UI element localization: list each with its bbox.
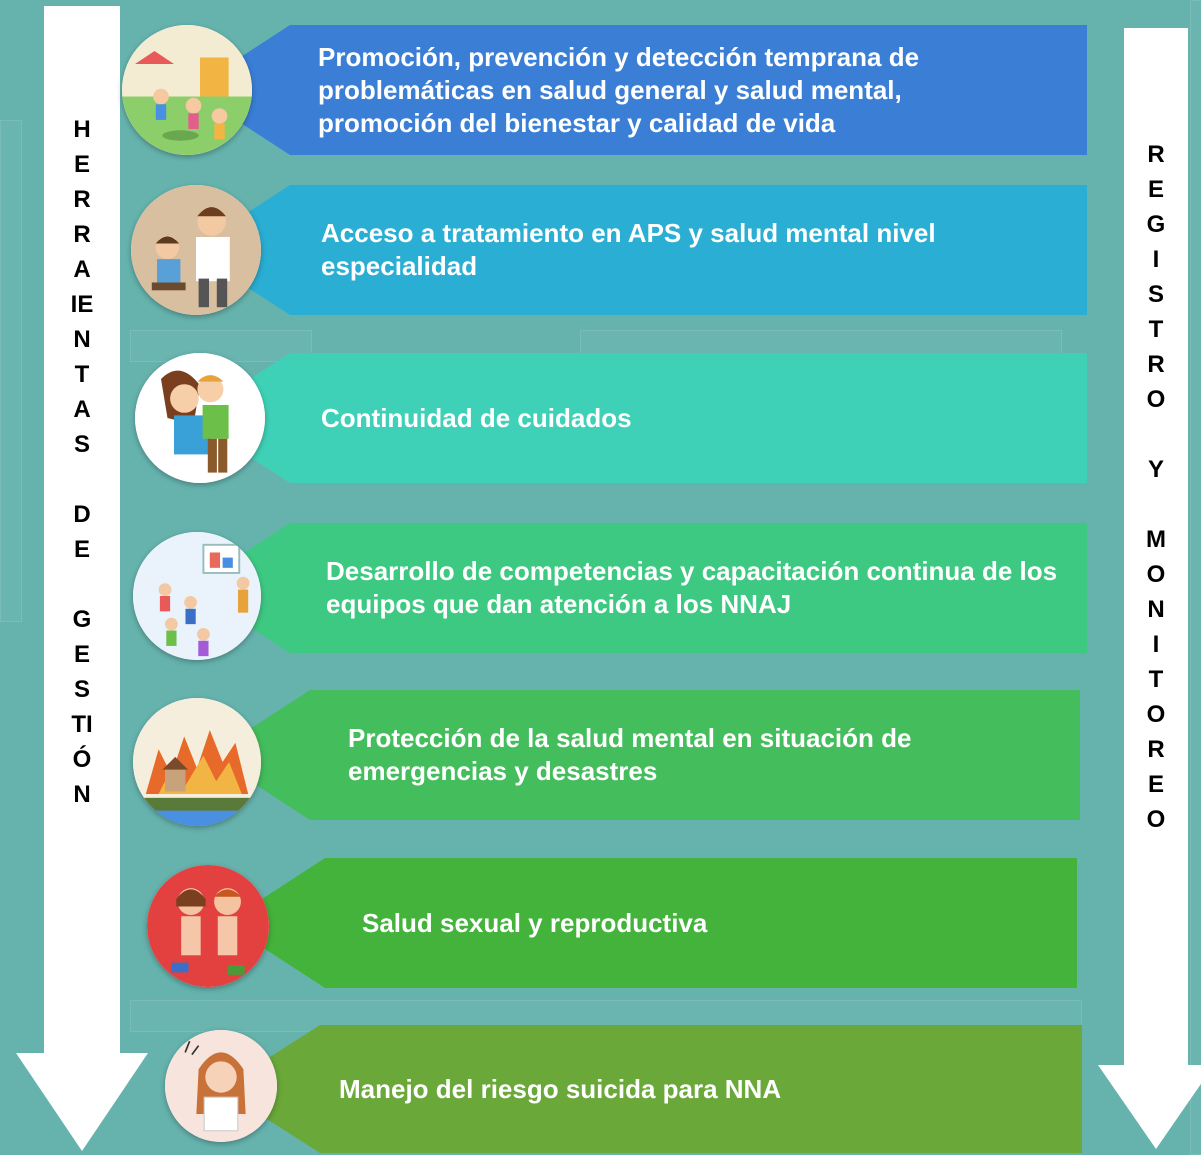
girl-boy-icon	[147, 865, 269, 987]
right-arrow-letter: O	[1146, 386, 1166, 413]
left-arrow-letter: N	[73, 326, 91, 353]
right-arrow-letter: M	[1146, 526, 1166, 553]
right-arrow-letter: O	[1146, 806, 1166, 833]
step-3-banner: Continuidad de cuidados	[190, 353, 1087, 483]
left-arrow-shaft	[44, 6, 120, 1056]
step-6-text: Salud sexual y reproductiva	[362, 907, 708, 938]
background-tile	[0, 120, 22, 622]
right-arrow-letter: R	[1147, 141, 1165, 168]
right-arrow-letter: N	[1147, 596, 1165, 623]
left-arrow-letter: E	[73, 536, 90, 563]
left-arrow-letter: E	[73, 641, 90, 668]
step-4-text: Desarrollo de competencias y capacitació…	[326, 556, 1058, 619]
team-training-icon	[133, 532, 261, 660]
left-arrow-letter: H	[73, 116, 91, 143]
right-arrow-letter: S	[1147, 281, 1164, 308]
step-5-banner: Protección de la salud mental en situaci…	[210, 690, 1080, 820]
left-arrow-letter: N	[73, 781, 91, 808]
right-arrow-letter: O	[1146, 701, 1166, 728]
mother-child-hug-icon	[135, 353, 265, 483]
step-5-text: Protección de la salud mental en situaci…	[348, 723, 912, 786]
sad-girl-icon	[165, 1030, 277, 1142]
doctor-child-icon	[131, 185, 261, 315]
right-arrow-letter: I	[1152, 631, 1160, 658]
right-arrow-letter	[1124, 487, 1188, 522]
left-arrow-letter: E	[73, 151, 90, 178]
step-6-banner: Salud sexual y reproductiva	[225, 858, 1077, 988]
left-arrow-letter: T	[74, 361, 90, 388]
step-4-banner: Desarrollo de competencias y capacitació…	[190, 523, 1087, 653]
left-arrow-letter: IE	[70, 291, 94, 318]
step-7-text: Manejo del riesgo suicida para NNA	[339, 1073, 782, 1104]
left-arrow-letter: R	[73, 221, 91, 248]
right-arrow-shaft	[1124, 28, 1188, 1068]
left-arrow-letter: G	[72, 606, 92, 633]
right-arrow-letter: O	[1146, 561, 1166, 588]
left-arrow-head	[16, 1053, 148, 1151]
right-arrow-letter: E	[1147, 771, 1164, 798]
left-arrow-letter	[44, 567, 120, 602]
left-arrow-letter: A	[73, 256, 91, 283]
left-arrow-letter: R	[73, 186, 91, 213]
right-arrow-letter: R	[1147, 736, 1165, 763]
right-arrow-letter: T	[1148, 666, 1164, 693]
right-arrow-letter	[1124, 417, 1188, 452]
right-arrow-head	[1098, 1065, 1201, 1149]
right-arrow-letter: E	[1147, 176, 1164, 203]
left-arrow-letter: S	[73, 431, 90, 458]
children-playground-icon	[122, 25, 252, 155]
right-arrow-letter: R	[1147, 351, 1165, 378]
right-arrow-letter: Y	[1147, 456, 1164, 483]
step-2-text: Acceso a tratamiento en APS y salud ment…	[321, 218, 936, 281]
background-tile	[1190, 0, 1201, 1155]
right-arrow-letter: G	[1146, 211, 1166, 238]
right-arrow-letter: I	[1152, 246, 1160, 273]
step-2-banner: Acceso a tratamiento en APS y salud ment…	[190, 185, 1087, 315]
wildfire-disaster-icon	[133, 698, 261, 826]
step-7-banner: Manejo del riesgo suicida para NNA	[220, 1025, 1082, 1153]
left-arrow-letter: S	[73, 676, 90, 703]
step-1-banner: Promoción, prevención y detección tempra…	[190, 25, 1087, 155]
left-arrow-letter	[44, 462, 120, 497]
left-arrow-letter: TI	[71, 711, 93, 738]
right-arrow-letter: T	[1148, 316, 1164, 343]
step-3-text: Continuidad de cuidados	[321, 402, 632, 433]
left-arrow-letter: Ó	[72, 746, 92, 773]
left-arrow-letter: D	[73, 501, 91, 528]
step-1-text: Promoción, prevención y detección tempra…	[318, 41, 920, 138]
left-arrow-letter: A	[73, 396, 91, 423]
